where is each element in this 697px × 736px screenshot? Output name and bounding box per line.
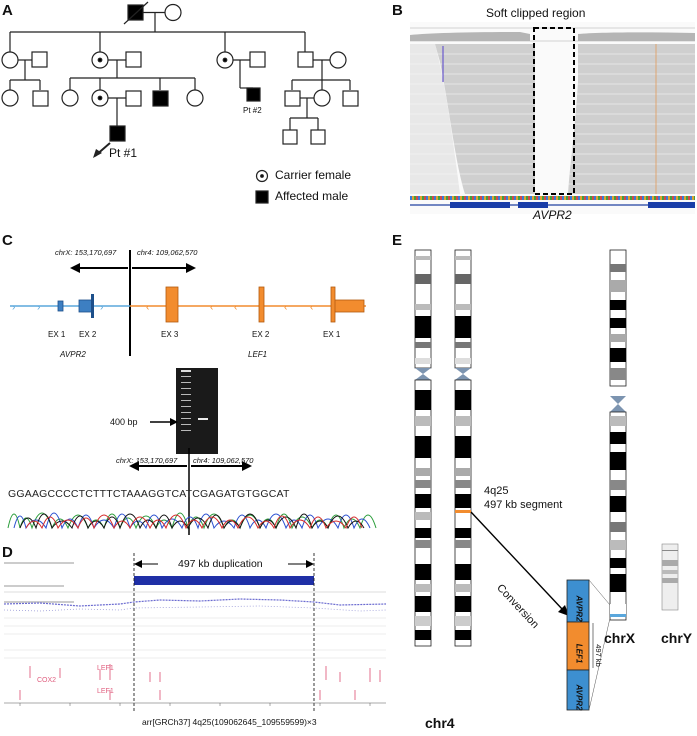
gel-marker-label: 400 bp [110, 417, 138, 427]
soft-clip-title: Soft clipped region [486, 6, 586, 20]
bp-left-label: chrX: 153,170,697 [55, 248, 117, 257]
band-label: 4q25 [484, 485, 509, 497]
insert-avpr2-bottom: AVPR2 [574, 683, 584, 711]
insert-avpr2-top: AVPR2 [574, 594, 584, 622]
svg-text:›: › [100, 302, 103, 313]
svg-text:‹: ‹ [310, 302, 313, 313]
cma-plot [2, 553, 387, 712]
svg-text:‹: ‹ [146, 302, 149, 313]
fusion-gene-diagram: › › › ‹ ‹ ‹ ‹ ‹ [7, 250, 377, 535]
igv-alignment-view [410, 22, 695, 214]
proband-label: Pt #1 [109, 146, 138, 160]
iscn-label: arr[GRCh37] 4q25(109062645_109559599)×3 [142, 717, 317, 727]
svg-text:‹: ‹ [234, 302, 237, 313]
segment-label: 497 kb segment [484, 499, 563, 511]
exon-label-lef1-3: EX 3 [161, 330, 179, 339]
bp-right-label: chr4: 109,062,570 [137, 248, 198, 257]
svg-text:‹: ‹ [284, 302, 287, 313]
svg-text:›: › [37, 302, 40, 313]
gene-label-avpr2: AVPR2 [533, 208, 572, 222]
chr4-ideogram-2 [454, 249, 472, 647]
svg-text:‹: ‹ [210, 302, 213, 313]
exon-label-avpr2-1: EX 1 [48, 330, 66, 339]
pedigree-chart [1, 1, 359, 204]
chrY-label: chrY [661, 630, 693, 646]
panel-a-label: A [2, 2, 13, 19]
chromosome-ideogram [414, 249, 679, 711]
chrY-ideogram [661, 543, 679, 611]
panel-e-label: E [392, 232, 403, 249]
chrX-ideogram [609, 249, 627, 621]
legend-affected: Affected male [275, 189, 349, 203]
exon-label-lef1-1: EX 1 [323, 330, 341, 339]
seq-bp-left-label: chrX: 153,170,697 [116, 456, 178, 465]
exon-label-avpr2-2: EX 2 [79, 330, 97, 339]
track-label-2: COX2 [37, 677, 57, 684]
svg-text:›: › [12, 302, 15, 313]
chr4-ideogram-1 [414, 249, 432, 647]
sequence-text: GGAAGCCCCTCTTTCTAAAGGTCATCGAGATGTGGCAT [8, 488, 290, 500]
chr4-label: chr4 [425, 715, 455, 731]
dup-label: 497 kb duplication [178, 558, 263, 570]
panel-b-label: B [392, 2, 403, 19]
legend-carrier: Carrier female [275, 168, 352, 182]
track-label-1: LEF1 [97, 665, 114, 672]
panel-c-label: C [2, 232, 13, 249]
track-label-3: LEF1 [97, 688, 114, 695]
panel-d-label: D [2, 544, 13, 561]
exon-label-lef1-2: EX 2 [252, 330, 270, 339]
gene-label-lef1: LEF1 [248, 350, 268, 359]
gene-label-avpr2-c: AVPR2 [60, 350, 86, 359]
chrX-label: chrX [604, 630, 636, 646]
seq-bp-right-label: chr4: 109,062,570 [193, 456, 254, 465]
patient2-label: Pt #2 [243, 106, 262, 115]
insert-lef1: LEF1 [574, 643, 584, 663]
